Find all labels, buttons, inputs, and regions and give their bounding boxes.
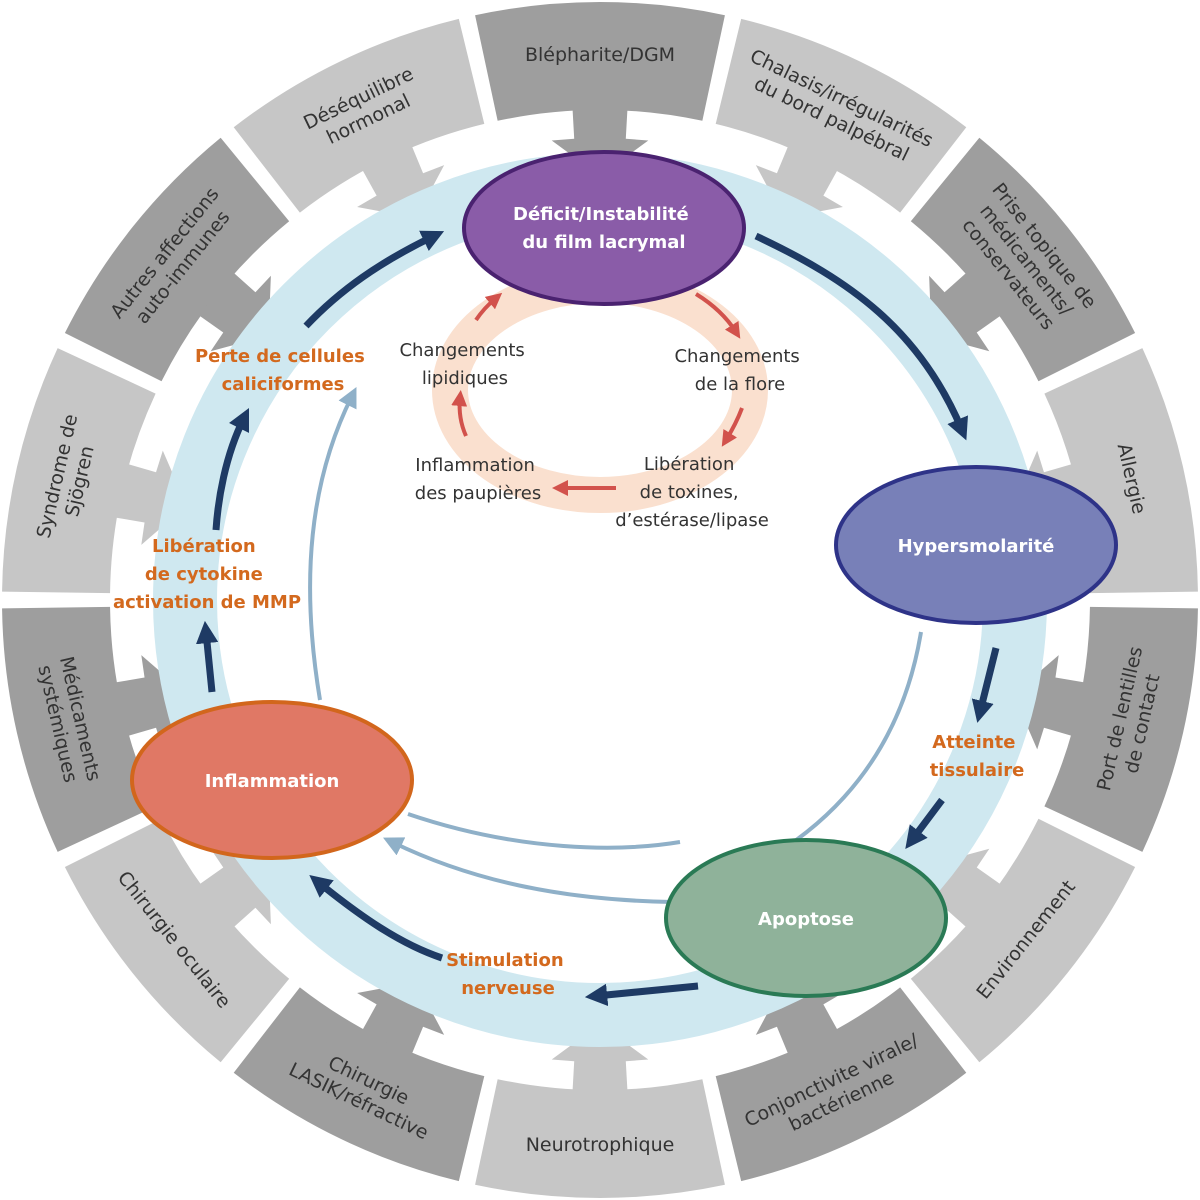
- arrow-deficit-to-hyper: [754, 232, 968, 441]
- arrow-inflammation-to-liberation: [195, 620, 219, 693]
- label-liberation-cytokine: Libération de cytokine activation de MMP: [113, 536, 301, 613]
- segment-shape: [475, 1079, 725, 1198]
- cause-segment: Syndrome deSjögren: [2, 348, 187, 594]
- cause-segment: Prise topique demédicaments/conservateur…: [910, 137, 1136, 382]
- cause-segment: Blépharite/DGM: [475, 1, 725, 176]
- cause-segment: Neurotrophique: [475, 1024, 725, 1198]
- segment-shape: [910, 137, 1136, 382]
- segment-shape: [233, 18, 485, 213]
- arrow-perte-to-deficit: [303, 230, 445, 329]
- node-hypersmolarite: Hypersmolarité: [834, 465, 1118, 625]
- segment-shape: [910, 818, 1136, 1063]
- cause-segment: Déséquilibrehormonal: [233, 18, 485, 218]
- loop-flore: Changements de la flore: [674, 346, 805, 395]
- arrow-stimulation-to-inflammation: [309, 874, 444, 962]
- segment-shape: [1044, 606, 1198, 852]
- loop-arrow-4: [451, 390, 468, 437]
- light-arrow-to-inflammation: [383, 837, 673, 904]
- segment-shape: [1044, 348, 1198, 594]
- loop-toxines: Libération de toxines, d’estérase/lipase: [615, 454, 769, 531]
- light-arrow-up: [308, 387, 357, 701]
- loop-arrow-2: [721, 407, 744, 447]
- loop-paupieres: Inflammation des paupières: [415, 455, 541, 504]
- segment-shape: [2, 606, 156, 852]
- label-stimulation-nerveuse: Stimulation nerveuse: [446, 950, 570, 999]
- cause-segment: Autres affectionsauto-immunes: [64, 137, 290, 382]
- label-atteinte-tissulaire: Atteinte tissulaire: [930, 732, 1025, 781]
- arrow-liberation-to-perte: [212, 407, 250, 531]
- loop-lipidiques: Changements lipidiques: [399, 340, 530, 389]
- svg-text:Hypersmolarité: Hypersmolarité: [898, 536, 1055, 557]
- segment-shape: [715, 18, 967, 213]
- segment-arrow: [114, 450, 187, 545]
- light-loop-bottom: [407, 812, 681, 850]
- segment-shape: [64, 818, 290, 1063]
- node-deficit: Déficit/Instabilité du film lacrymal: [462, 150, 746, 306]
- svg-text:Apoptose: Apoptose: [758, 909, 854, 930]
- loop-arrow-1: [694, 292, 741, 339]
- arrow-hyper-to-atteinte: [971, 647, 1000, 723]
- segment-arrow: [1013, 655, 1086, 750]
- label-perte-cellules: Perte de cellules caliciformes: [195, 346, 371, 395]
- segment-arrow: [551, 108, 649, 176]
- cause-segment: Port de lentillesde contact: [1013, 606, 1198, 852]
- cause-segment: Médicamentssystémiques: [2, 606, 187, 852]
- segment-shape: [475, 1, 725, 121]
- node-apoptose: Apoptose: [664, 838, 948, 998]
- segment-shape: [64, 137, 290, 382]
- arrow-apoptose-to-stimulation: [584, 982, 699, 1007]
- arrow-atteinte-to-apoptose: [905, 797, 945, 849]
- svg-text:Déficit/Instabilité du f: Déficit/Instabilité du film lacrymal: [513, 204, 695, 253]
- segment-label: Blépharite/DGM: [525, 44, 675, 66]
- segment-shape: [2, 348, 156, 594]
- segment-label: Neurotrophique: [526, 1134, 675, 1156]
- segment-arrow: [551, 1024, 649, 1092]
- loop-arrow-5: [474, 292, 503, 322]
- cause-segment: Chalasis/irrégularitésdu bord palpébral: [715, 18, 967, 218]
- svg-text:Inflammation: Inflammation: [205, 771, 340, 792]
- node-inflammation: Inflammation: [130, 700, 414, 860]
- segment-shape: [715, 987, 967, 1182]
- segment-shape: [233, 987, 485, 1182]
